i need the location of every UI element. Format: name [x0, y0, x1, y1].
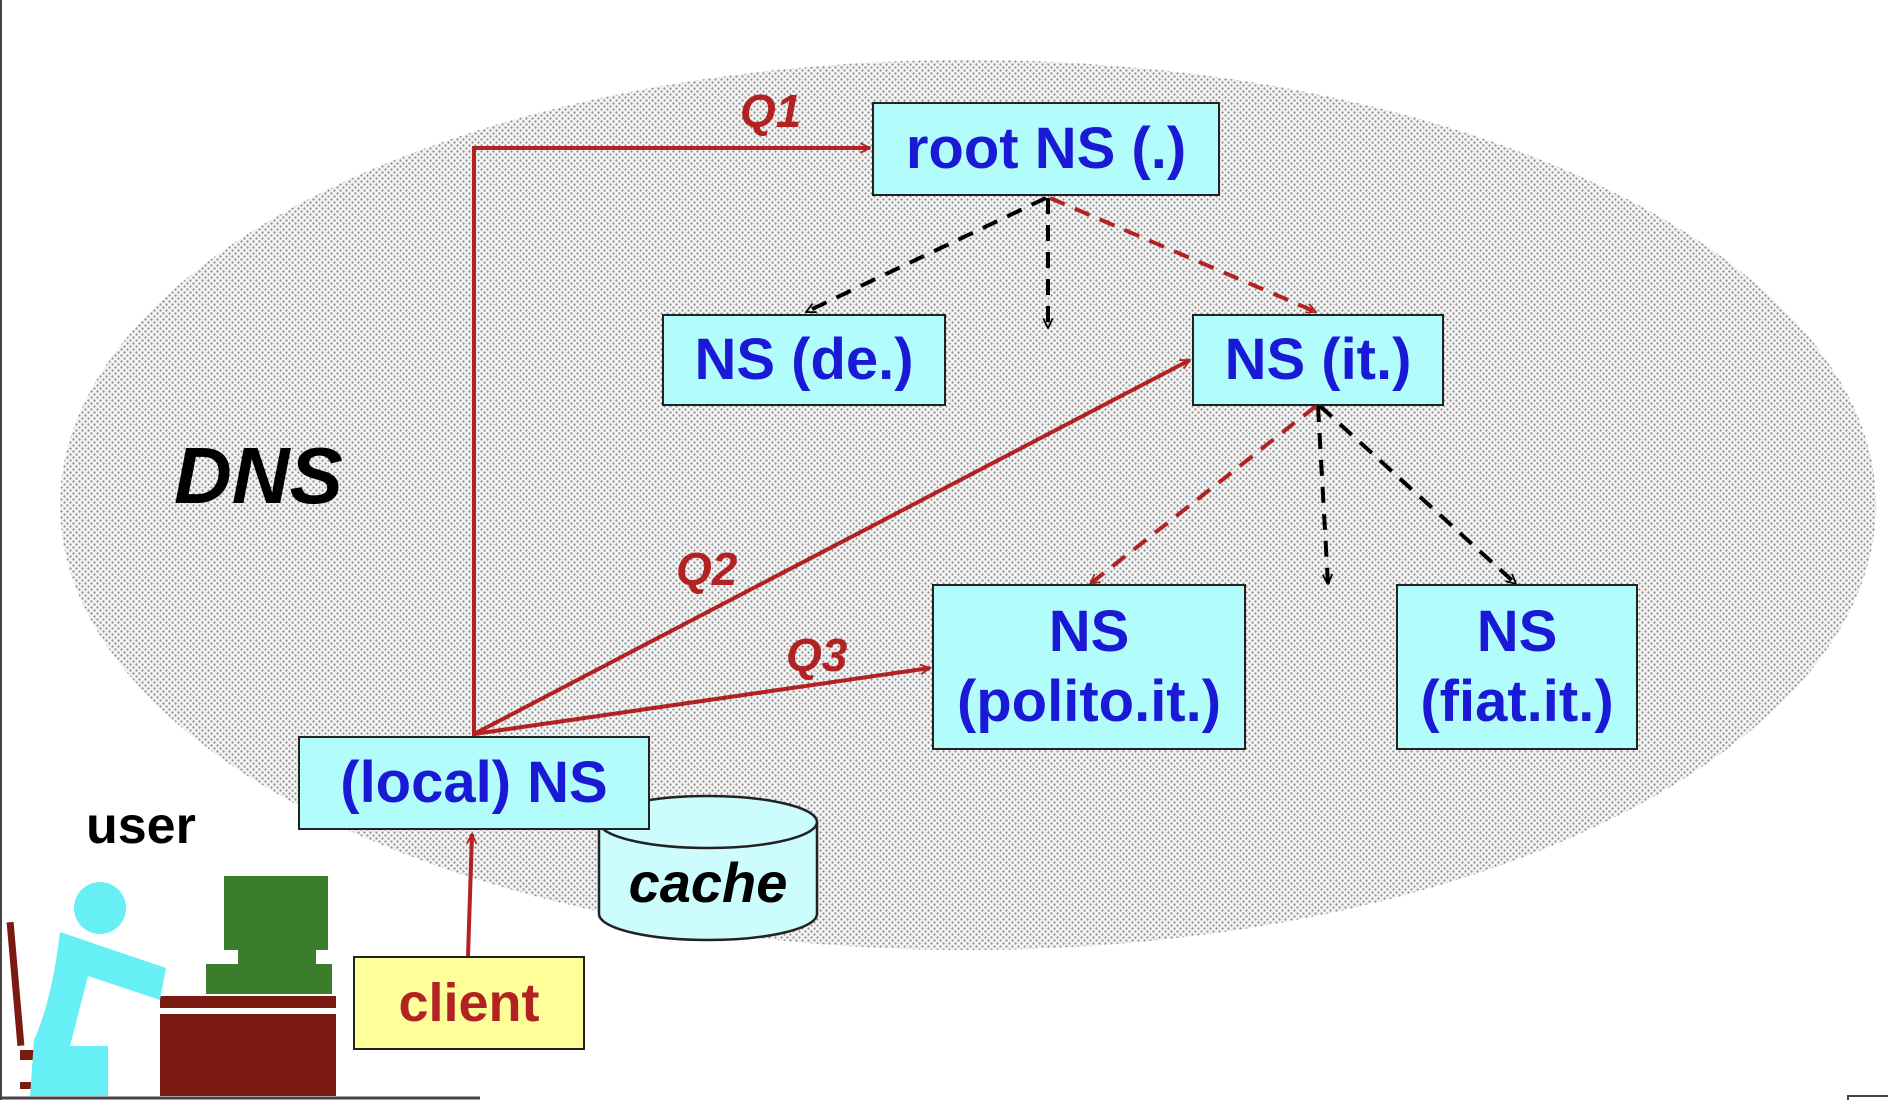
de-ns-box: NS (de.)	[662, 314, 946, 406]
polito-ns-label-line2: (polito.it.)	[956, 669, 1222, 734]
local-ns-box: (local) NS	[298, 736, 650, 830]
it-ns-box: NS (it.)	[1192, 314, 1444, 406]
local-ns-label: (local) NS	[340, 750, 608, 816]
client-label: client	[398, 973, 540, 1033]
fiat-ns-label-line2: (fiat.it.)	[1420, 669, 1614, 734]
fiat-ns-box: NS (fiat.it.)	[1396, 584, 1638, 750]
user-workstation-icon	[6, 876, 336, 1096]
q2-label: Q2	[676, 543, 738, 595]
de-ns-label: NS (de.)	[694, 327, 914, 393]
it-to-other-arrow	[1316, 405, 1328, 584]
q3-arrow	[473, 668, 930, 736]
frame-corner	[1847, 1095, 1888, 1100]
root-to-de-arrow	[806, 196, 1047, 314]
cache-label: cache	[628, 851, 788, 914]
q1-label: Q1	[740, 85, 802, 137]
dns-region-label: DNS	[174, 431, 343, 520]
polito-ns-label-line1: NS	[1048, 599, 1130, 665]
q1-arrow	[472, 148, 870, 736]
root-ns-box: root NS (.)	[872, 102, 1220, 196]
fiat-ns-label-line1: NS	[1476, 599, 1558, 665]
it-ns-label: NS (it.)	[1224, 327, 1412, 393]
client-to-local-arrow	[466, 834, 472, 957]
client-box: client	[353, 956, 585, 1050]
it-to-fiat-arrow	[1318, 404, 1516, 586]
q2-arrow	[473, 358, 1190, 736]
q3-label: Q3	[786, 629, 848, 681]
user-label: user	[86, 797, 196, 855]
root-ns-label: root NS (.)	[905, 116, 1187, 182]
it-to-polito-arrow	[1090, 404, 1318, 586]
polito-ns-box: NS (polito.it.)	[932, 584, 1246, 750]
root-to-it-arrow	[1049, 196, 1316, 314]
cache-cylinder	[597, 794, 819, 942]
